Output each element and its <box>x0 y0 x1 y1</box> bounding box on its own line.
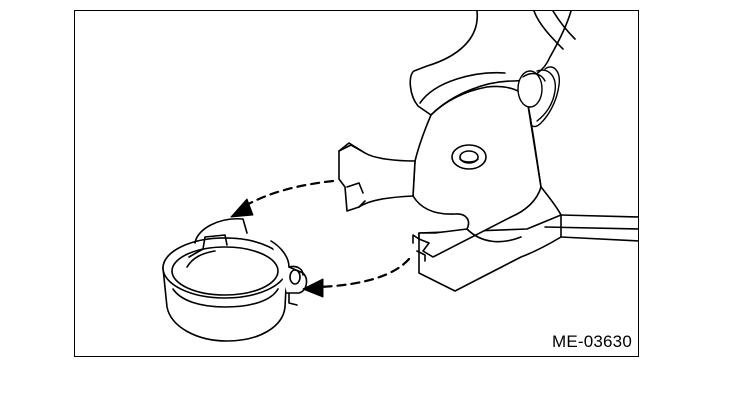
diagram-frame: ME-03630 <box>74 10 639 357</box>
dashed-arrow-upper <box>230 179 335 218</box>
hose-clamp <box>162 218 308 342</box>
rear-housing <box>409 11 576 116</box>
figure-id-label: ME-03630 <box>551 332 632 351</box>
illustration <box>162 11 638 342</box>
dashed-arrow-lower <box>302 257 411 298</box>
lever-arm <box>338 142 416 212</box>
spring <box>517 66 560 128</box>
lever-bracket <box>412 85 638 292</box>
